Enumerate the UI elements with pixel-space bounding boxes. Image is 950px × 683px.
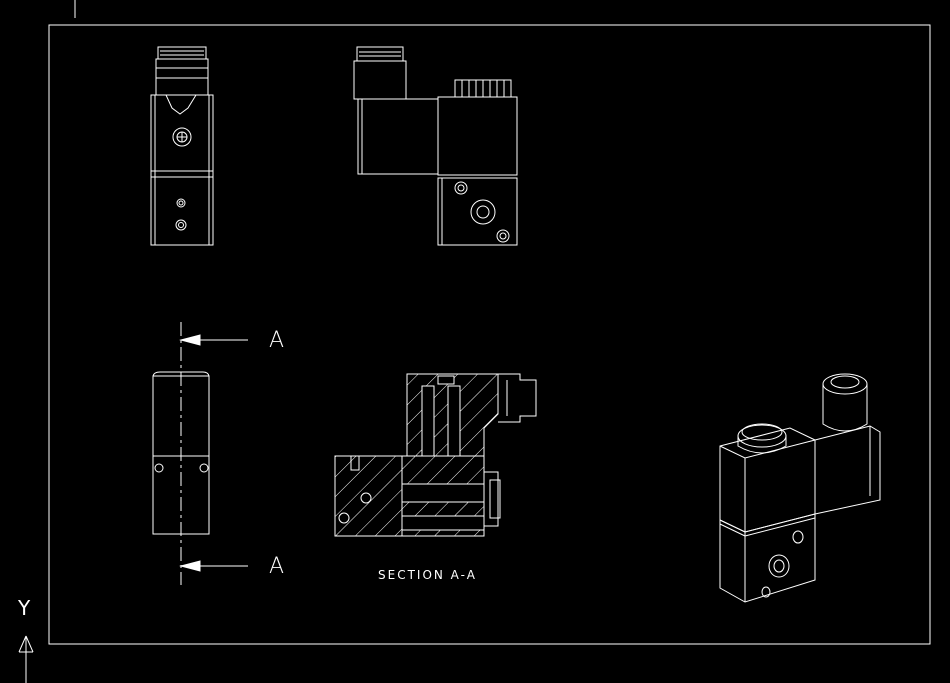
ucs-y-axis (18, 635, 34, 683)
front-view[interactable] (150, 46, 214, 246)
axis-label-y: Y (18, 596, 31, 620)
section-label-top: A (269, 328, 285, 353)
section-arrow-bottom (179, 560, 201, 572)
section-cut-view[interactable] (152, 322, 248, 585)
drawing-border (48, 24, 931, 645)
section-label-bottom: A (269, 554, 285, 579)
section-arrow-top (179, 334, 201, 346)
section-title: SECTION A-A (378, 568, 477, 582)
side-view[interactable] (353, 46, 518, 246)
section-a-a-view[interactable] (334, 373, 537, 537)
isometric-view[interactable] (719, 373, 881, 603)
